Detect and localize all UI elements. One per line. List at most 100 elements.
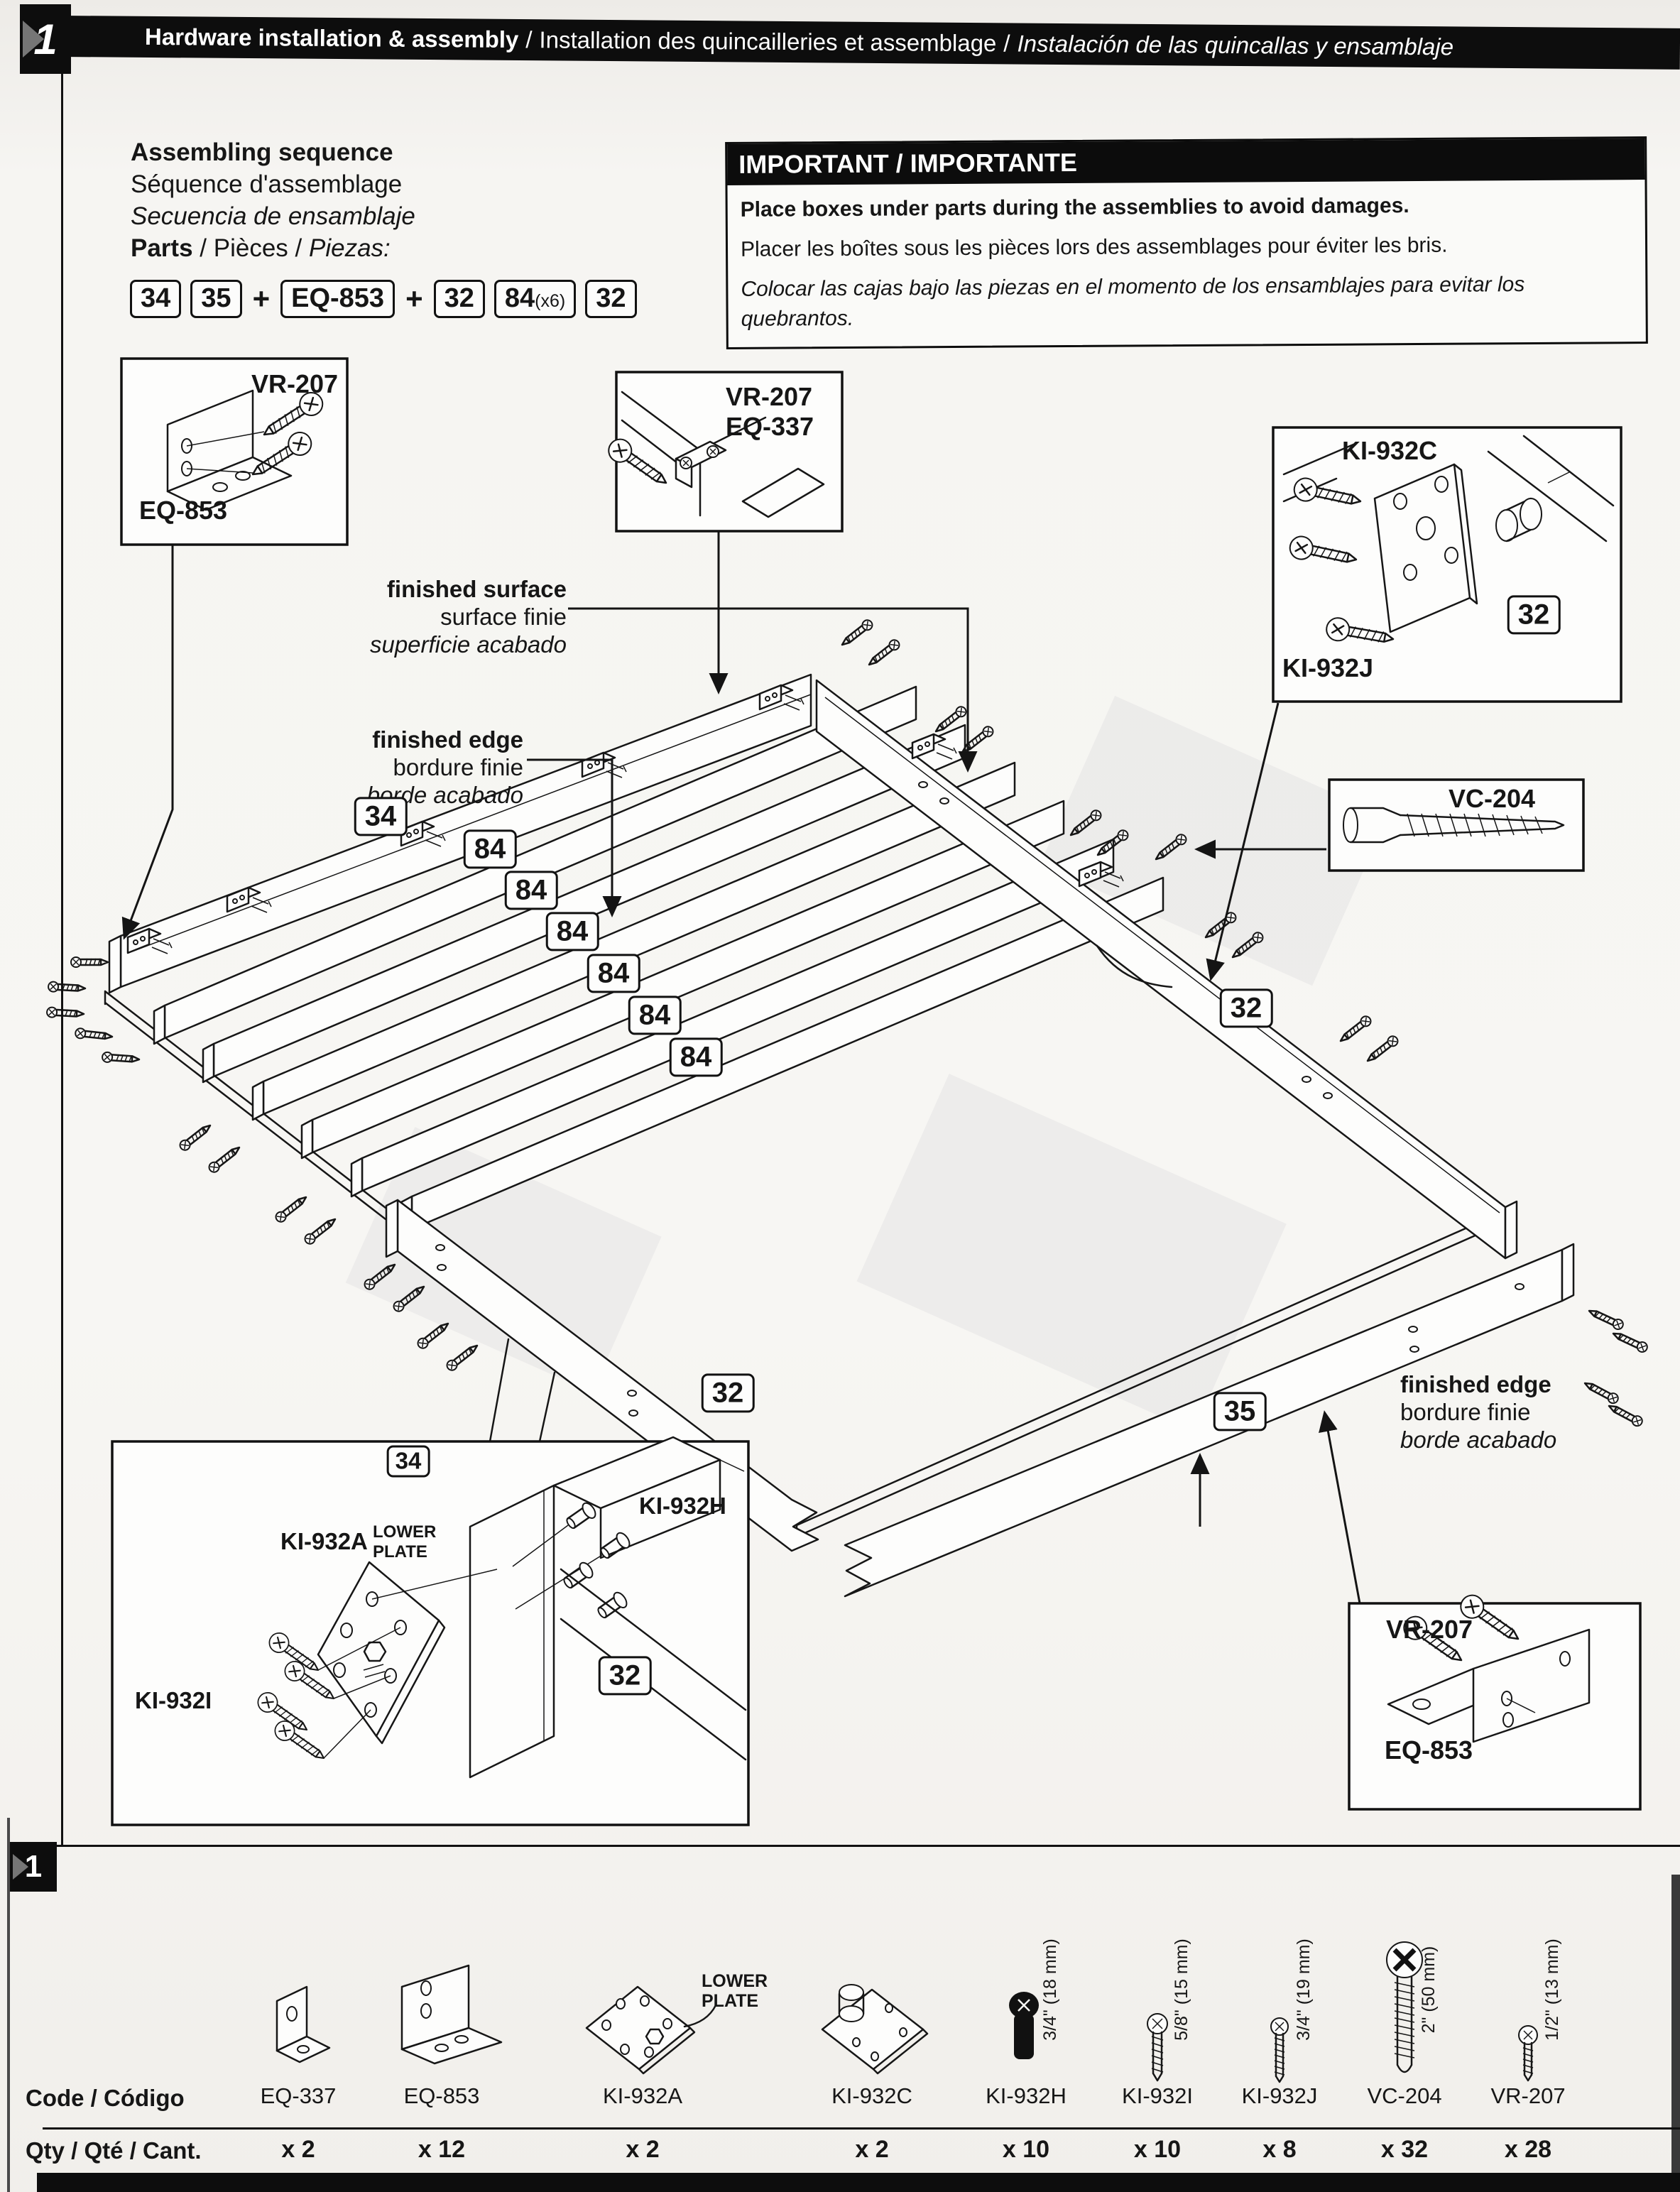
inset-ki932a-label: KI-932A — [280, 1528, 368, 1554]
screw-icon — [101, 1051, 141, 1066]
code-row-header: Code / Código — [26, 2085, 185, 2111]
step-number: 1 — [24, 1849, 43, 1884]
screw-icon — [415, 1319, 452, 1351]
important-text-en: Place boxes under parts during the assem… — [740, 194, 1409, 222]
important-title: IMPORTANT / IMPORTANTE — [727, 138, 1645, 185]
screw-icon — [70, 956, 109, 969]
ki932j-icon — [1270, 2017, 1289, 2083]
sequence-part-box: 32 — [585, 280, 637, 318]
inset-ki932i-label: KI-932I — [135, 1687, 212, 1713]
screw-icon — [444, 1341, 481, 1373]
callout1-code-top: VR-207 — [251, 369, 338, 398]
screw-icon — [45, 1006, 85, 1020]
screw-icon — [1336, 1013, 1374, 1046]
part-code: KI-932J — [1241, 2083, 1318, 2108]
section-divider — [55, 1845, 1680, 1847]
assembling-sequence-heading: Assembling sequence Séquence d'assemblag… — [131, 136, 415, 264]
header-title-es: Instalación de las quincallas y ensambla… — [1017, 30, 1454, 60]
part-number-label: 84 — [587, 954, 640, 993]
part-qty: x 10 — [1133, 2136, 1182, 2163]
inset-lower-plate-note: LOWER PLATE — [373, 1522, 437, 1561]
part-size: 5/8" (15 mm) — [1172, 1939, 1191, 2041]
parts-icons: 3/4" (18 mm)5/8" (15 mm)3/4" (19 mm)2" (… — [276, 1939, 1562, 2083]
assembling-title-en: Assembling sequence — [131, 138, 393, 166]
part-code: VR-207 — [1490, 2083, 1566, 2108]
part-qty: x 10 — [1002, 2136, 1050, 2163]
part-code: KI-932C — [831, 2083, 912, 2108]
part-number-label: 84 — [504, 871, 558, 910]
callout1-code-bottom: EQ-853 — [139, 496, 228, 525]
part-number-label: 84 — [545, 912, 599, 951]
scan-right-edge — [1671, 1875, 1680, 2192]
ki932a-icon — [585, 1985, 717, 2075]
rail-35 — [844, 1243, 1575, 1598]
screw-icon — [1610, 1328, 1650, 1355]
part-size: 3/4" (19 mm) — [1294, 1939, 1314, 2041]
ki932i-icon — [1147, 2013, 1168, 2082]
parts-label: Parts / Pièces / Piezas: — [131, 234, 391, 262]
callout3-code-top: KI-932C — [1342, 436, 1438, 465]
ki932h-icon — [1009, 1992, 1039, 2059]
screw-icon — [1363, 1033, 1401, 1066]
part-qty: x 12 — [418, 2136, 466, 2163]
finished-surface-label: finished surface surface finie superfici… — [369, 576, 567, 658]
sequence-part-count: (x6) — [535, 291, 566, 311]
part-number-label: 84 — [463, 829, 517, 869]
callout2-codes: VR-207 EQ-337 — [726, 382, 814, 441]
callout6-code-top: VR-207 — [1386, 1615, 1473, 1644]
screw-icon — [865, 637, 902, 670]
scan-left-edge — [7, 1818, 10, 2192]
qty-row-header: Qty / Qté / Cant. — [26, 2137, 202, 2164]
screw-icon — [1586, 1305, 1626, 1332]
callout4-code: VC-204 — [1449, 784, 1536, 813]
part-qty: x 28 — [1504, 2136, 1552, 2163]
part-number-label: 32 — [1219, 988, 1273, 1028]
sequence-part-box: 84(x6) — [493, 280, 577, 318]
callout-vc204 — [1328, 778, 1585, 872]
important-text-fr: Placer les boîtes sous les pièces lors d… — [740, 233, 1448, 261]
part-qty: x 2 — [281, 2136, 315, 2163]
part-number-label: 32 — [1507, 595, 1561, 635]
screw-icon — [273, 1192, 310, 1225]
part-code: EQ-853 — [403, 2083, 480, 2108]
inset-ki932h-label: KI-932H — [639, 1493, 726, 1519]
important-text-es: Colocar las cajas bajo las piezas en el … — [741, 273, 1525, 331]
part-code: KI-932H — [986, 2083, 1067, 2108]
part-qty: x 2 — [626, 2136, 660, 2163]
sequence-plus: + — [405, 281, 423, 315]
screw-icon — [74, 1027, 114, 1043]
screw-icon — [206, 1143, 244, 1175]
part-code: KI-932I — [1122, 2083, 1193, 2108]
slat-84 — [153, 685, 1164, 1236]
screw-icon — [177, 1120, 214, 1153]
part-number-label: 34 — [386, 1445, 430, 1478]
part-size: 1/2" (13 mm) — [1542, 1939, 1562, 2041]
inset-lower-plate — [111, 1436, 750, 1826]
page-left-border — [61, 50, 63, 1846]
header-title-fr: Installation des quincailleries et assem… — [539, 26, 997, 57]
part-number-label: 84 — [628, 996, 682, 1035]
sequence-plus: + — [252, 281, 271, 315]
eq337-icon — [276, 1985, 331, 2063]
sequence-part-box: 35 — [190, 280, 242, 318]
step-number-tab-top: 1 — [20, 4, 71, 74]
chevron-icon — [23, 21, 44, 58]
step-number: 1 — [33, 15, 58, 63]
sequence-part-box: 34 — [130, 280, 182, 318]
header-separator: / — [525, 26, 533, 53]
part-number-label: 84 — [669, 1037, 723, 1077]
scan-bottom-band — [37, 2173, 1680, 2192]
part-number-label: 35 — [1213, 1392, 1267, 1432]
screw-icon — [1605, 1400, 1645, 1429]
callout-vr207-eq337 — [603, 371, 844, 533]
callout-ki932c — [1272, 426, 1622, 703]
part-qty: x 2 — [855, 2136, 889, 2163]
part-number-label: 32 — [598, 1656, 652, 1696]
vr207-icon — [1518, 2025, 1538, 2082]
part-qty: x 32 — [1380, 2136, 1429, 2163]
important-notice: IMPORTANT / IMPORTANTE Place boxes under… — [725, 136, 1648, 349]
callout-vr207-eq853-bottom — [1348, 1590, 1642, 1811]
callout-vr207-eq853-top — [120, 357, 349, 546]
